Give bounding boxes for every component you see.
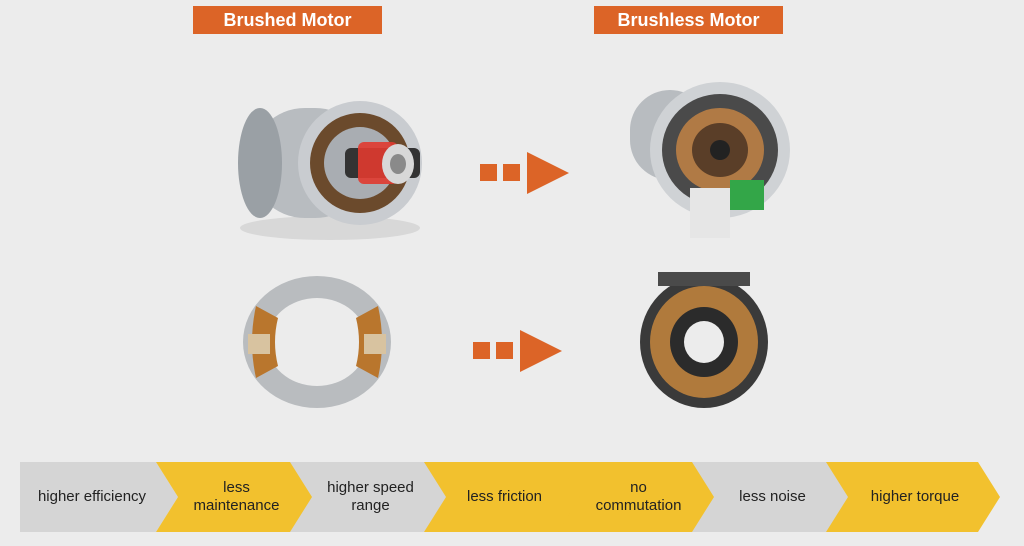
benefit-chevron: no commutation — [558, 462, 715, 532]
benefit-chevron: less noise — [692, 462, 849, 532]
benefits-band: higher efficiency less maintenance highe… — [20, 462, 1000, 532]
arrow-right-icon — [480, 152, 569, 194]
benefit-chevron: less maintenance — [156, 462, 313, 532]
brushed-stator-image — [243, 276, 391, 408]
brushless-stator-image — [640, 272, 768, 408]
arrow-right-icon — [473, 330, 562, 372]
brushless-motor-label: Brushless Motor — [594, 6, 783, 34]
brushed-motor-label: Brushed Motor — [193, 6, 382, 34]
brushless-motor-image — [630, 82, 790, 238]
benefit-chevron: higher speed range — [290, 462, 447, 532]
benefit-chevron: less friction — [424, 462, 581, 532]
benefit-chevron: higher efficiency — [20, 462, 178, 532]
benefit-chevron: higher torque — [826, 462, 1000, 532]
brushed-motor-image — [238, 101, 422, 240]
